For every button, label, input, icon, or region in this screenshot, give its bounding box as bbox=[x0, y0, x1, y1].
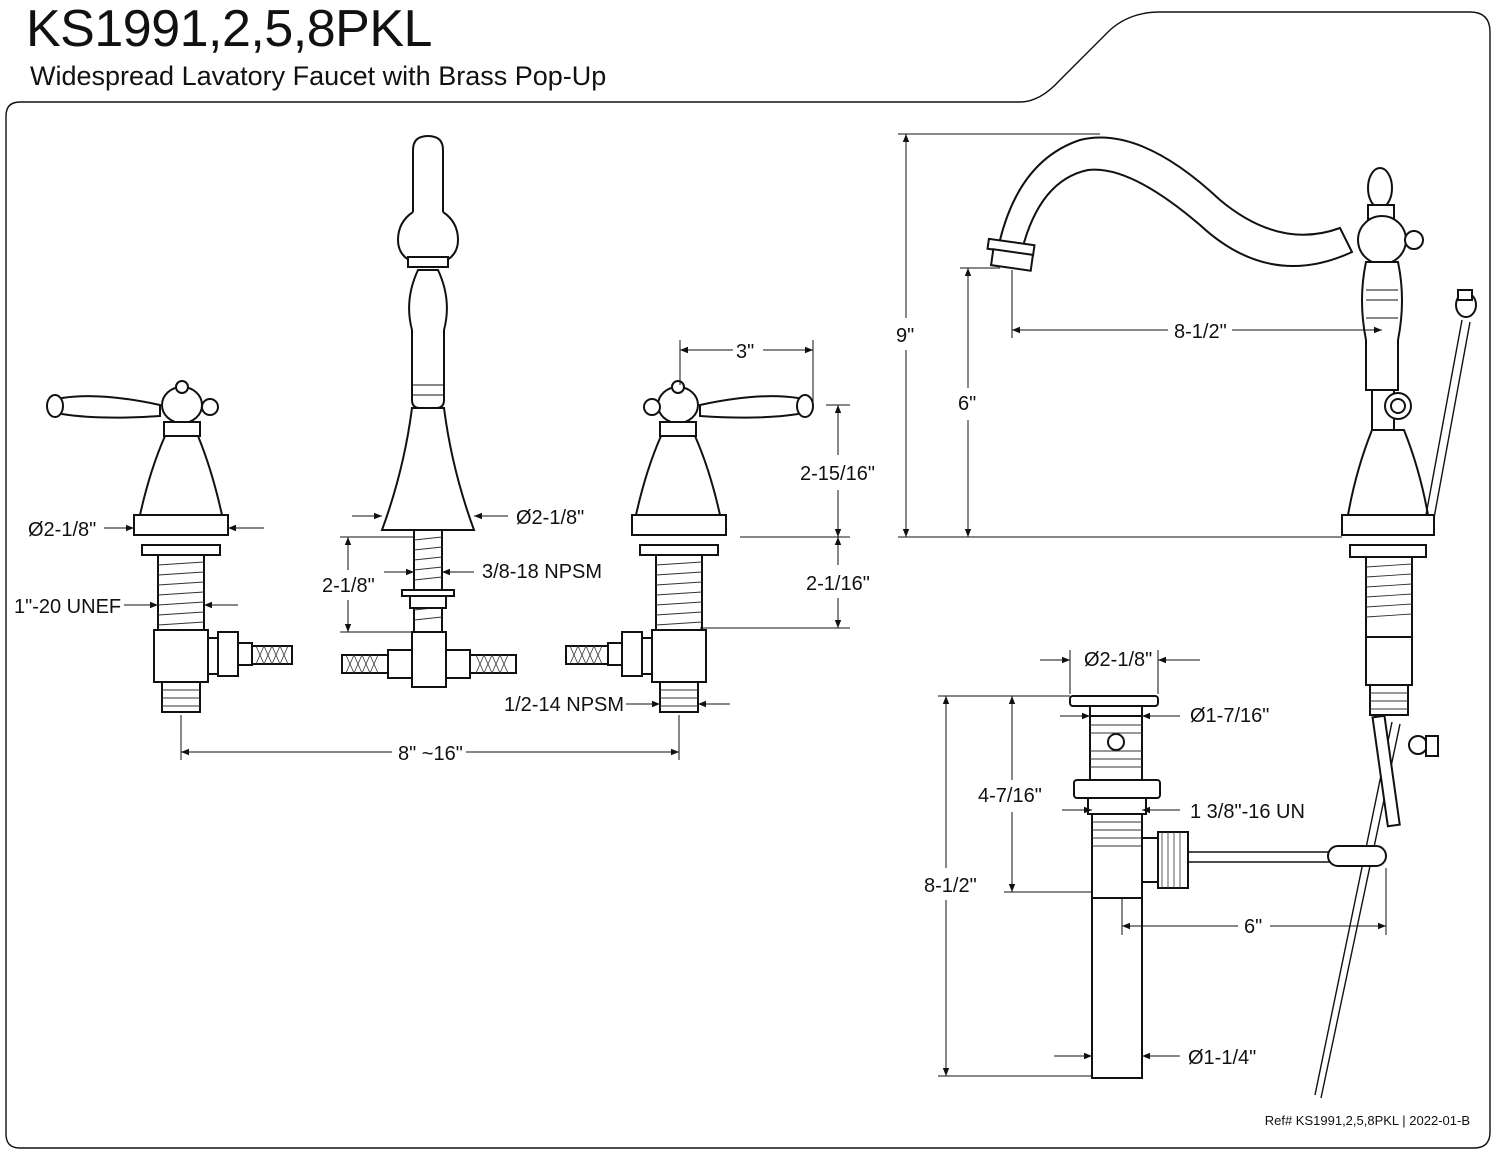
dim-pivot-rod-length: 6" bbox=[1244, 916, 1262, 938]
center-spout-front bbox=[341, 134, 517, 688]
dim-drain-total-length: 8-1/2" bbox=[924, 875, 977, 897]
dim-total-height: 9" bbox=[896, 325, 914, 347]
dim-handle-base-dia: Ø2-1/8" bbox=[28, 519, 96, 541]
dimension-lines bbox=[104, 133, 1387, 1077]
dim-shank-length: 2-1/16" bbox=[806, 573, 870, 595]
dim-spout-reach: 8-1/2" bbox=[1174, 321, 1227, 343]
popup-drain bbox=[1069, 695, 1387, 1079]
reference-code: Ref# KS1991,2,5,8PKL | 2022-01-B bbox=[1265, 1113, 1470, 1128]
page-title: KS1991,2,5,8PKL bbox=[26, 0, 432, 58]
dim-supply-thread: 1/2-14 NPSM bbox=[504, 694, 624, 716]
dim-handle-thread: 1"-20 UNEF bbox=[14, 596, 121, 618]
dim-drain-upper-length: 4-7/16" bbox=[978, 785, 1042, 807]
dim-tailpiece-dia: Ø1-1/4" bbox=[1188, 1047, 1256, 1069]
dim-spout-base-dia: Ø2-1/8" bbox=[516, 507, 584, 529]
dim-drain-thread: 1 3/8"-16 UN bbox=[1190, 801, 1305, 823]
dim-spout-shank-length: 2-1/8" bbox=[322, 575, 375, 597]
right-handle-valve bbox=[565, 380, 814, 713]
sheet-border bbox=[5, 11, 1491, 1149]
dim-center-spread: 8" ~16" bbox=[398, 743, 463, 765]
dim-handle-width: 3" bbox=[736, 341, 754, 363]
side-view-faucet bbox=[986, 136, 1477, 1099]
dim-drain-body-dia: Ø1-7/16" bbox=[1190, 705, 1269, 727]
page-subtitle: Widespread Lavatory Faucet with Brass Po… bbox=[30, 61, 607, 91]
dim-spout-thread: 3/8-18 NPSM bbox=[482, 561, 602, 583]
left-handle-valve bbox=[46, 380, 293, 713]
dim-drain-flange-dia: Ø2-1/8" bbox=[1084, 649, 1152, 671]
dim-handle-height: 2-15/16" bbox=[800, 463, 875, 485]
dim-spout-height: 6" bbox=[958, 393, 976, 415]
